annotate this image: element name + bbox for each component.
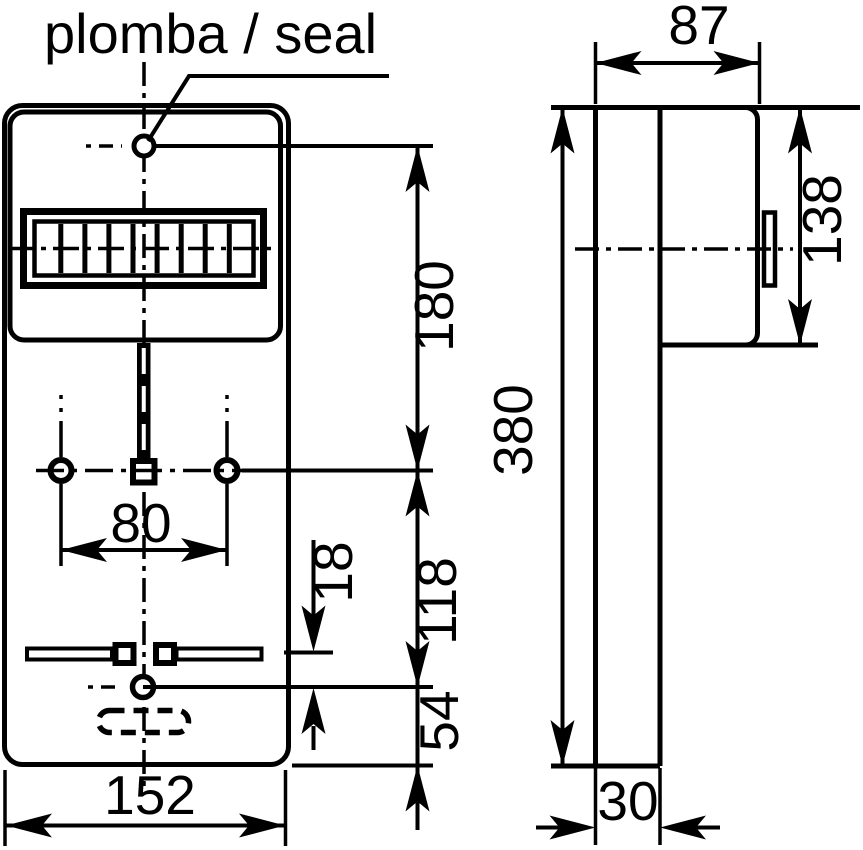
dim-18-label: 18 (302, 541, 364, 602)
register-window (8, 208, 280, 289)
dim-80-arrow-left (61, 538, 107, 562)
dim-87-arrow-right (713, 51, 760, 75)
dim-depth: 87 (593, 0, 762, 104)
dim-hole-spacing: 80 (59, 484, 229, 566)
front-view: 80 152 (2, 62, 470, 846)
side-body-right-edge (745, 105, 760, 348)
dim-total-height: 380 (482, 107, 575, 766)
cable-slot-dashed (95, 707, 192, 736)
dim-180-arrow-bottom (405, 424, 430, 471)
dim-80-arrow-right (181, 538, 227, 562)
dim-54-arrow-bottom (405, 765, 430, 812)
dim-87-arrow-left (595, 51, 642, 75)
dim-138-arrow-top (788, 107, 812, 154)
dim-138-label: 138 (791, 174, 853, 266)
dim-180-label: 180 (403, 260, 465, 352)
seal-annotation-label: plomba / seal (44, 2, 377, 65)
dim-118-label: 118 (406, 557, 468, 645)
dim-152-arrow-left (6, 813, 52, 838)
dim-138-arrow-bottom (788, 299, 812, 345)
seal-leader-line (146, 74, 389, 143)
dim-152-arrow-right (239, 813, 285, 838)
dim-18-arrow-top (301, 605, 326, 652)
dim-30-label: 30 (597, 770, 658, 832)
mounting-holes (36, 395, 250, 484)
dim-380-arrow-bottom (550, 720, 575, 766)
base-plate-outline (2, 103, 291, 767)
dim-terminal-offset: 18 (284, 540, 364, 750)
terminal-bar-right (174, 646, 264, 662)
dim-plate-thickness: 30 (536, 768, 720, 845)
dim-54-label: 54 (408, 690, 470, 751)
dim-118-arrow-bottom (405, 641, 430, 687)
dim-180-arrow-top (405, 146, 430, 192)
dim-87-label: 87 (668, 0, 729, 56)
dim-30-arrow-right (660, 815, 706, 840)
hanging-slot (130, 343, 158, 486)
dim-body-height: 138 (788, 107, 853, 345)
dim-380-arrow-top (550, 107, 575, 154)
dim-plate-width: 152 (3, 764, 288, 846)
side-view: 87 380 138 30 (482, 0, 860, 845)
terminal-bar-left (25, 646, 114, 662)
terminal-block-left (112, 642, 137, 666)
dim-118-arrow-top (405, 470, 430, 517)
terminal-strip (25, 642, 264, 666)
dim-380-label: 380 (482, 384, 544, 476)
dim-chain-right: 180 118 54 (292, 146, 470, 830)
terminal-block-right (153, 642, 177, 666)
dim-30-arrow-left (549, 815, 596, 840)
dim-152-label: 152 (104, 764, 196, 826)
dim-80-label: 80 (110, 492, 171, 554)
dim-18-arrow-bottom (301, 688, 326, 734)
meter-cover-outline (7, 109, 283, 343)
